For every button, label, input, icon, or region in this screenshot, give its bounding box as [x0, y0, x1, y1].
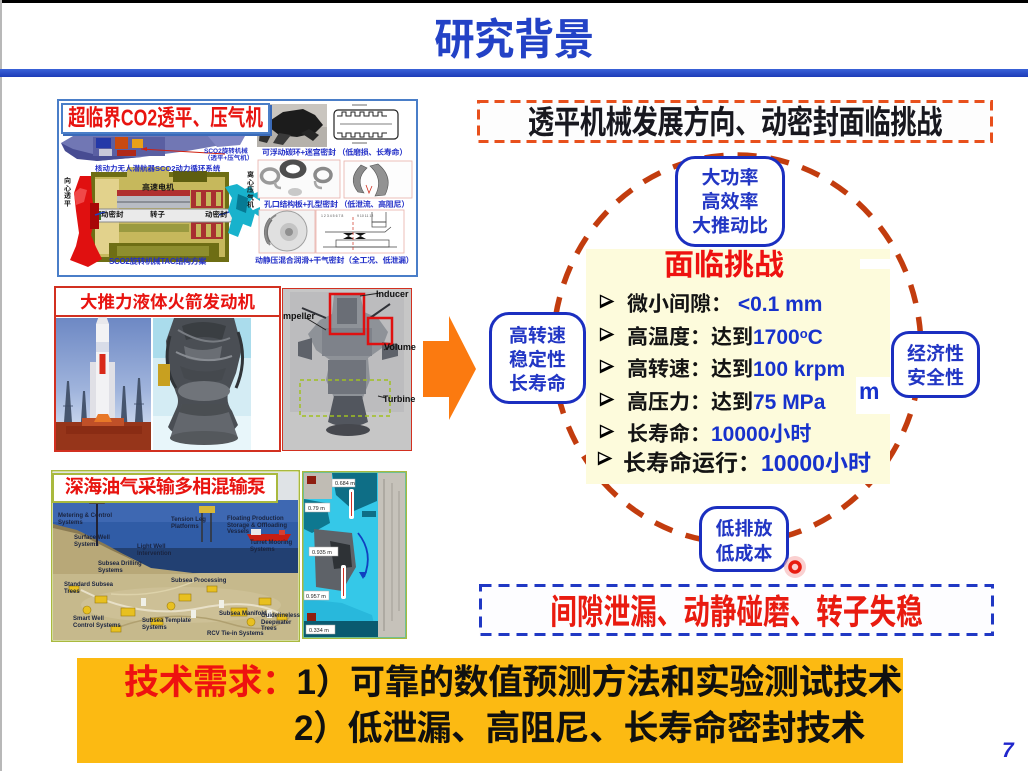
svg-text:1 2 3 4 5 6 7 8: 1 2 3 4 5 6 7 8: [321, 214, 343, 218]
svg-text:9 10 11 12: 9 10 11 12: [357, 214, 373, 218]
svg-text:0.684 m: 0.684 m: [335, 481, 355, 487]
svg-text:0.79 m: 0.79 m: [308, 506, 325, 512]
svg-text:0.935 m: 0.935 m: [312, 550, 332, 556]
svg-text:0.957 m: 0.957 m: [306, 594, 326, 600]
svg-text:0.334 m: 0.334 m: [309, 628, 329, 634]
